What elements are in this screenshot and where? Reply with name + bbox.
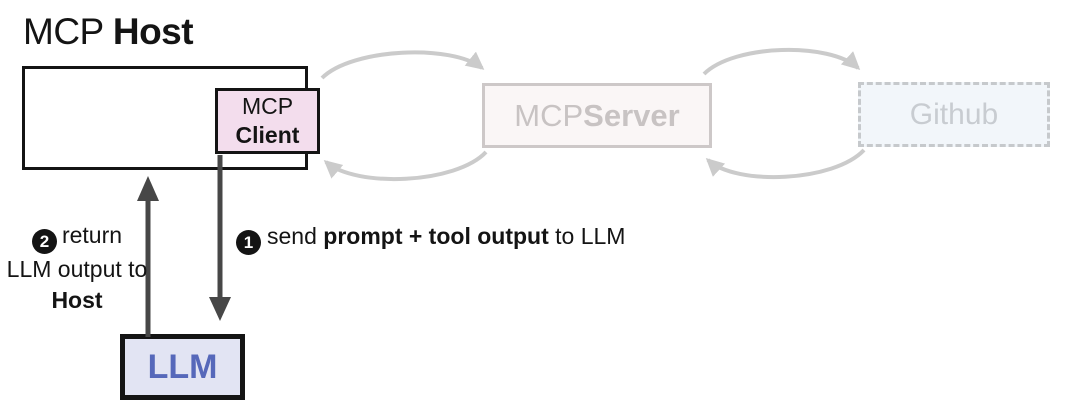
mcp-server-box: MCP Server [482,83,712,148]
mcp-server-label-bold: Server [583,97,680,133]
step2-line2: LLM output to [6,256,148,282]
step2-line1: return [61,222,123,248]
mcp-server-label-prefix: MCP [514,97,584,133]
mcp-client-box: MCP Client [215,88,320,154]
arrow-github-to-server-icon [705,148,866,180]
github-label: Github [909,97,999,131]
llm-box: LLM [120,334,245,400]
step2-line3: Host [51,287,103,313]
step1-text-bold: prompt + tool output [323,223,549,249]
title-bold: Host [112,11,194,52]
mcp-client-label-line2: Client [235,122,300,148]
llm-label: LLM [147,347,218,386]
step1-text-pre: send [267,223,324,249]
diagram-title: MCP Host [23,11,194,53]
arrow-llm-to-host-head-icon [137,176,159,201]
mcp-client-label-line1: MCP [241,93,294,120]
step2-number-badge: 2 [31,229,57,254]
arrow-client-to-server-icon [320,50,485,80]
title-prefix: MCP [23,11,113,52]
arrow-server-to-client-icon [323,150,488,182]
step1-text-post: to LLM [548,223,626,249]
step1-number-badge: 1 [236,230,261,255]
github-box: Github [858,82,1050,147]
arrow-client-to-llm-head-icon [209,297,231,321]
arrow-server-to-github-icon [702,48,861,76]
